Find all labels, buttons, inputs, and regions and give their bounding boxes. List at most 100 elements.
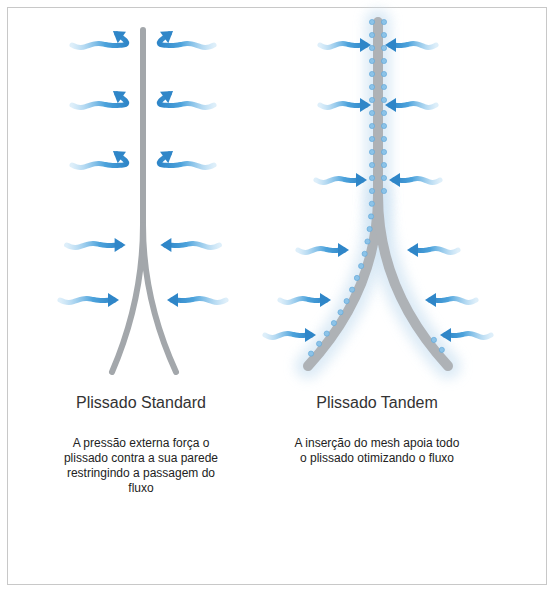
mesh-dot [381,19,386,24]
mesh-dot [381,71,386,76]
arrow-head [160,91,173,103]
arrow-head [360,98,371,112]
mesh-dot [369,97,374,102]
mesh-dot [369,201,374,206]
mesh-dot [381,58,386,63]
frame [8,8,547,585]
airflow-arrow [159,31,214,47]
airflow-arrow [407,243,458,257]
mesh-dot [381,32,386,37]
arrow-head [360,38,371,52]
airflow-arrow [440,328,491,342]
pleat-tandem [308,22,378,366]
airflow-arrow [320,38,371,52]
mesh-dot [369,162,374,167]
airflow-arrow [265,328,316,342]
mesh-dot [381,136,386,141]
arrow-tail [390,44,436,48]
arrow-tail [280,299,326,303]
arrow-head [385,38,396,52]
arrow-head [407,243,418,257]
arrow-tail [412,249,458,253]
airflow-arrow [425,293,476,307]
mesh-dot [381,110,386,115]
arrow-head [108,293,119,307]
mesh-dot [349,287,354,292]
mesh-dot [369,175,374,180]
pleat-description: A pressão externa força o plissado contr… [61,436,221,496]
mesh-dot [369,71,374,76]
arrow-head [385,98,396,112]
airflow-arrow [298,243,349,257]
arrow-tail [60,299,114,303]
arrow-tail [165,244,219,248]
arrow-head [389,173,400,187]
pleat-description: A inserção do mesh apoia todo o plissado… [295,436,460,466]
airflow-arrow [72,151,127,167]
pleat-title: Plissado Tandem [277,393,477,413]
arrow-head [338,243,349,257]
pleat-title: Plissado Standard [41,393,241,413]
arrow-tail [390,104,436,108]
pleat-tandem [378,195,448,366]
airflow-arrow [167,293,226,307]
mesh-dot [344,299,349,304]
pleat-glow [378,195,448,366]
mesh-dot [381,123,386,128]
mesh-dot [362,251,367,256]
mesh-dot [369,123,374,128]
arrow-head [160,151,173,163]
pleat-standard [112,30,143,372]
airflow-arrow [72,91,127,107]
mesh-dot [367,226,372,231]
arrow-tail [172,299,226,303]
mesh-dot [381,45,386,50]
arrow-tail [320,44,366,48]
arrow-tail [265,334,311,338]
airflow-arrow [67,238,126,252]
mesh-dot [369,32,374,37]
mesh-dot [354,275,359,280]
arrow-tail [298,249,344,253]
mesh-dot [381,97,386,102]
mesh-dot [381,188,386,193]
mesh-dot [381,162,386,167]
mesh-dot [338,310,343,315]
airflow-arrow [389,173,440,187]
arrow-head [167,293,178,307]
mesh-dot [369,58,374,63]
mesh-dot [316,341,321,346]
mesh-dot [368,214,373,219]
mesh-dot [369,188,374,193]
arrow-tail [67,244,121,248]
arrow-tail [320,104,366,108]
mesh-dot [439,347,444,352]
arrow-head [160,31,173,43]
airflow-arrow [60,293,119,307]
arrow-head [440,328,451,342]
mesh-dot [365,239,370,244]
airflow-arrow [385,38,436,52]
airflow-arrows [60,31,491,342]
mesh-dot [431,337,436,342]
arrow-head [305,328,316,342]
mesh-dot [369,149,374,154]
airflow-arrow [159,151,214,167]
mesh-dot [381,84,386,89]
mesh-dot [331,320,336,325]
arrow-head [115,238,126,252]
arrow-tail [430,299,476,303]
airflow-arrow [316,173,367,187]
mesh-dot [369,136,374,141]
arrow-tail [445,334,491,338]
pleat-group [112,19,448,372]
arrow-head [113,31,126,43]
arrow-head [425,293,436,307]
mesh-dot [381,175,386,180]
airflow-arrow [280,293,331,307]
arrow-head [356,173,367,187]
arrow-head [113,91,126,103]
mesh-dot [369,110,374,115]
